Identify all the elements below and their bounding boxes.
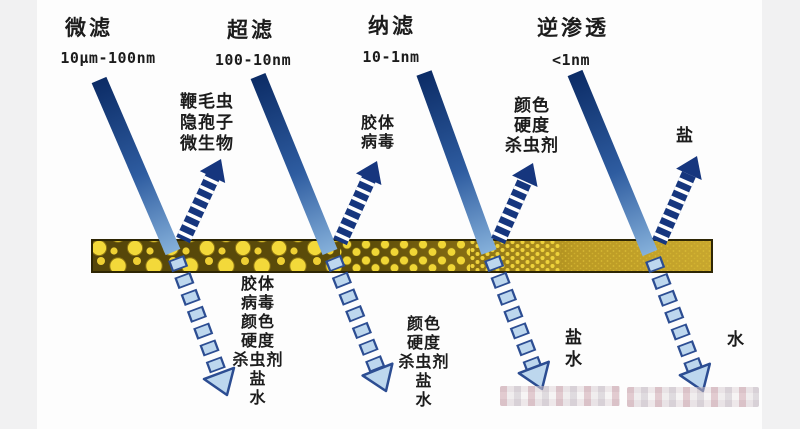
stage-2-passed-list: 颜色 硬度 杀虫剂 盐 水 bbox=[398, 314, 450, 409]
permeate-arrow-dashes-fill bbox=[647, 256, 702, 373]
stage-2-arrows bbox=[250, 72, 394, 393]
stage-3-name: 纳滤 bbox=[368, 14, 416, 38]
permeate-arrow-dashes-fill bbox=[327, 255, 384, 373]
stage-3-passed-list: 盐 水 bbox=[565, 328, 583, 370]
membrane-fine-pores bbox=[560, 241, 711, 271]
reject-arrow-stripes bbox=[491, 177, 533, 245]
permeate-arrow-head bbox=[361, 362, 394, 393]
stage-1-name: 微滤 bbox=[65, 16, 113, 40]
flow-arrows-layer bbox=[91, 69, 712, 397]
stage-2-rejected-list: 胶体 病毒 bbox=[360, 113, 396, 151]
stage-1-rejected-list: 鞭毛虫 隐孢子 微生物 bbox=[180, 92, 234, 154]
reject-arrow-head bbox=[199, 159, 226, 184]
reject-arrow-head bbox=[355, 161, 382, 186]
watermark-blur-right bbox=[627, 387, 759, 407]
watermark-blur-left bbox=[500, 386, 620, 406]
stage-3-pore-range: 10-1nm bbox=[362, 48, 420, 66]
membrane-large-pores bbox=[93, 241, 340, 271]
stage-1-pore-range: 10μm-100nm bbox=[60, 49, 156, 67]
stage-3-arrows bbox=[416, 70, 550, 391]
stage-4-name: 逆渗透 bbox=[537, 16, 609, 40]
stage-4-pore-range: <1nm bbox=[551, 51, 591, 69]
stage-4-rejected-list: 盐 bbox=[676, 126, 694, 146]
reject-arrow-head bbox=[512, 163, 538, 187]
stage-1-passed-list: 胶体 病毒 颜色 硬度 杀虫剂 盐 水 bbox=[232, 274, 284, 407]
permeate-arrow-dashes-fill bbox=[170, 255, 226, 377]
permeate-arrow-head bbox=[202, 366, 236, 397]
feed-flow-bar bbox=[567, 69, 658, 257]
permeate-arrow-head bbox=[678, 362, 712, 393]
reject-arrow-head bbox=[676, 156, 702, 180]
stage-1-arrows bbox=[91, 76, 236, 397]
reject-arrow-stripes bbox=[333, 175, 376, 246]
reject-arrow-stripes bbox=[176, 173, 220, 244]
stage-2-pore-range: 100-10nm bbox=[214, 51, 292, 69]
feed-flow-bar bbox=[250, 72, 338, 256]
feed-flow-bar bbox=[416, 70, 497, 255]
stage-2-name: 超滤 bbox=[227, 18, 275, 42]
permeate-arrow-dashes-fill bbox=[486, 255, 540, 371]
membrane-medium-pores bbox=[340, 241, 470, 271]
stage-4-arrows bbox=[567, 69, 712, 393]
permeate-arrow-head bbox=[517, 360, 550, 391]
stage-4-passed-list: 水 bbox=[727, 330, 745, 350]
stage-3-rejected-list: 颜色 硬度 杀虫剂 bbox=[505, 96, 559, 156]
feed-flow-bar bbox=[91, 76, 181, 256]
reject-arrow-shaft bbox=[652, 170, 697, 246]
